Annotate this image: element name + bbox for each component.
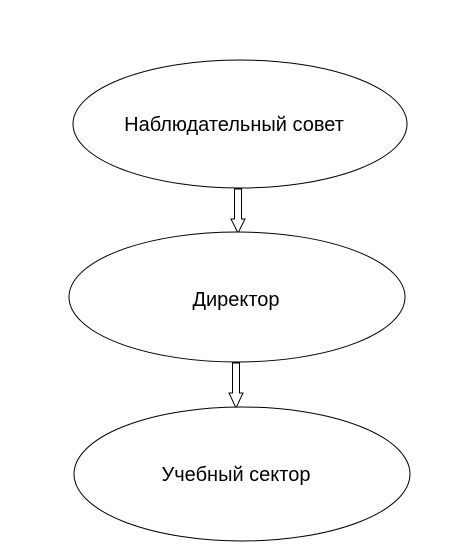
node-education-sector-ellipse xyxy=(73,406,411,542)
node-supervisory-board-label: Наблюдательный совет xyxy=(124,114,344,136)
node-supervisory-board: Наблюдательный совет xyxy=(72,59,408,189)
node-supervisory-board-ellipse xyxy=(72,59,408,189)
node-director-ellipse xyxy=(68,231,406,363)
node-director-label: Директор xyxy=(192,289,279,311)
node-education-sector-label: Учебный сектор xyxy=(162,464,311,486)
arrow-director-to-education xyxy=(228,362,244,410)
node-education-sector: Учебный сектор xyxy=(73,406,411,542)
node-director: Директор xyxy=(68,231,406,363)
arrow-board-to-director xyxy=(230,188,246,235)
